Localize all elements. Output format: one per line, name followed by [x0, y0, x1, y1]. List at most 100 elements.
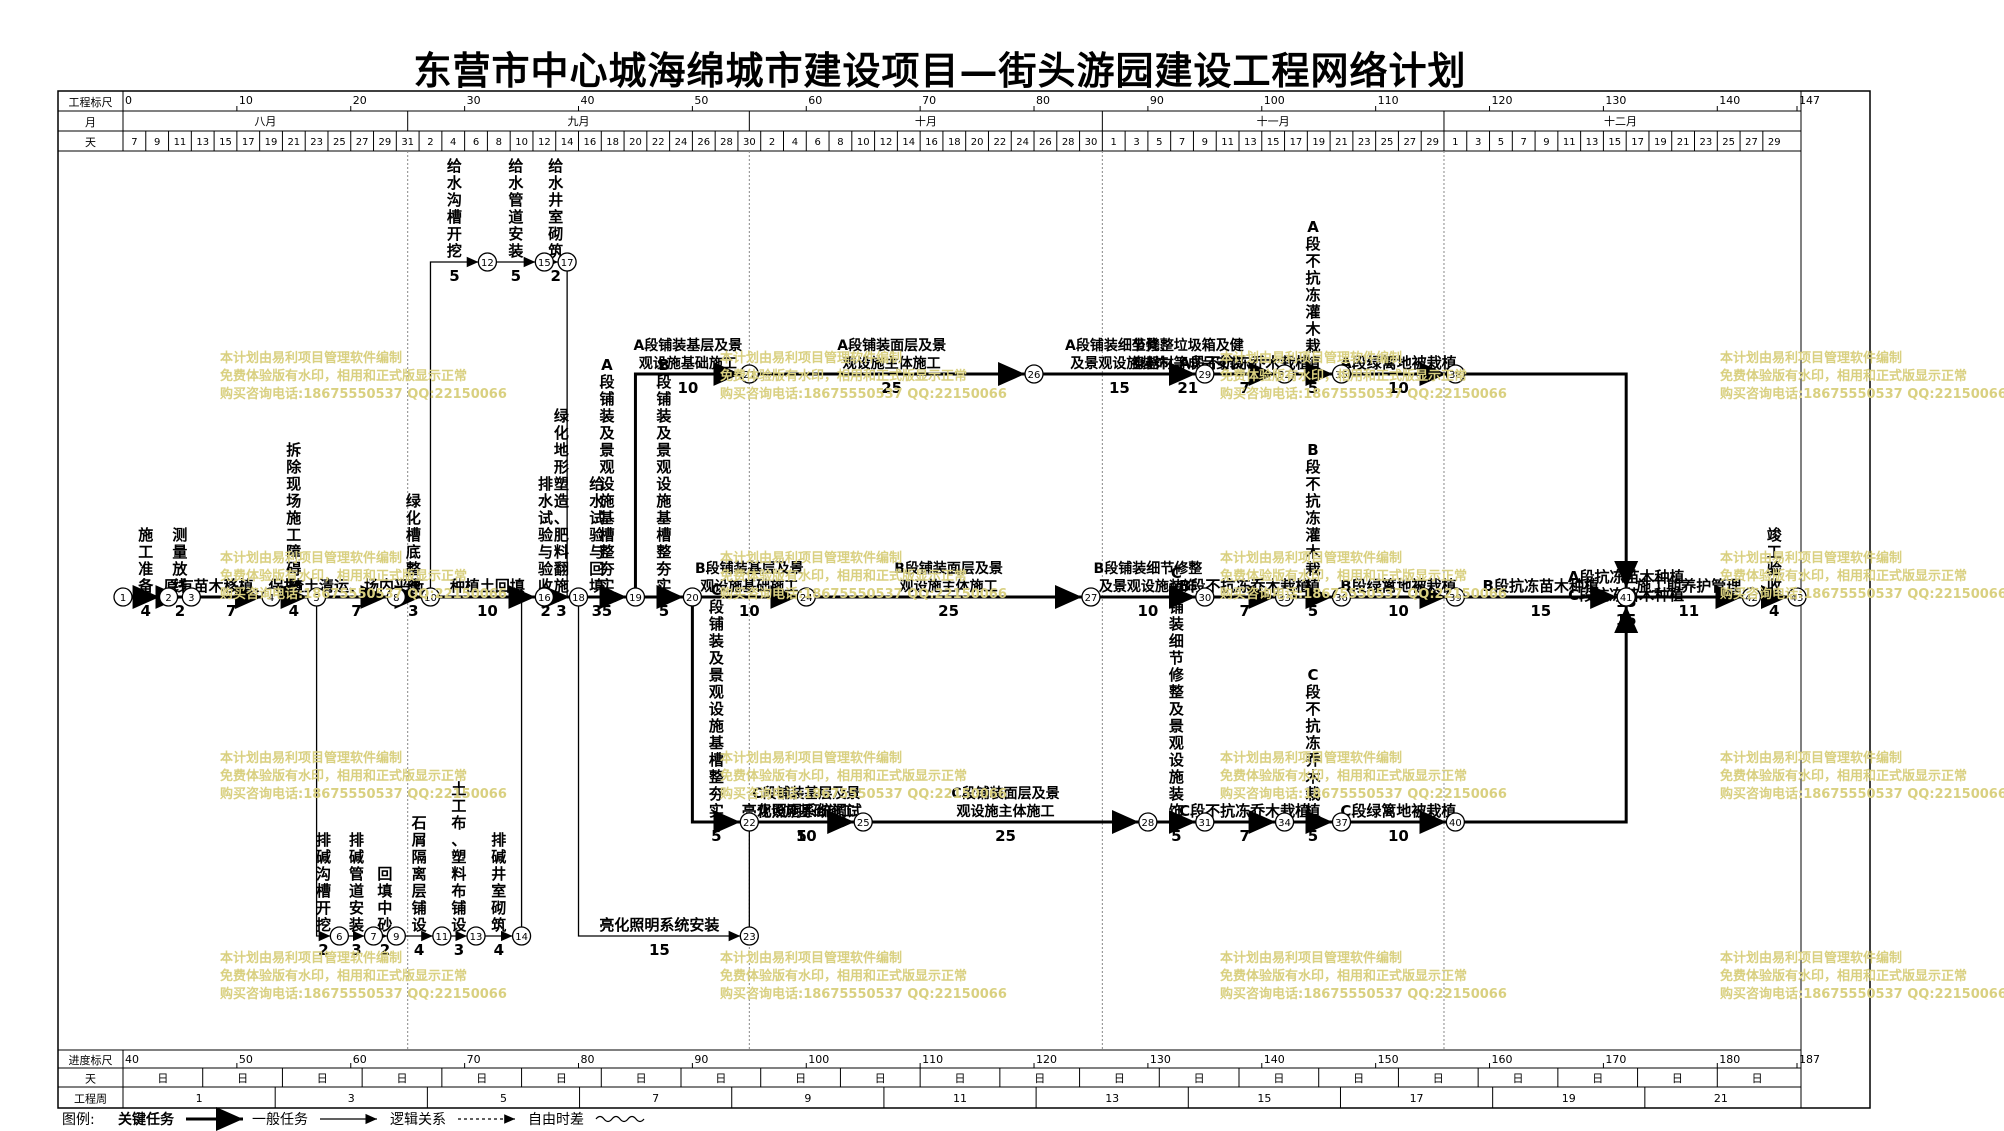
task-name-char: 观 [599, 458, 614, 476]
task-name-char: 铺 [412, 899, 427, 917]
task-name-char: B [1307, 441, 1318, 459]
network-node: 31 [1195, 812, 1215, 832]
node-id: 26 [1028, 370, 1041, 381]
progress-scale-label: 180 [1719, 1053, 1740, 1066]
network-node: 41 [1616, 587, 1636, 607]
node-id: 25 [857, 818, 870, 829]
legend-general-label: 一般任务 [252, 1112, 308, 1128]
network-node: 12 [477, 252, 498, 272]
task-name-char: 肥 [554, 526, 569, 544]
task-name-char: 障 [286, 543, 301, 561]
legend: 图例:关键任务一般任务逻辑关系自由时差 [62, 1107, 645, 1131]
month-label: 十一月 [1257, 114, 1290, 128]
node-circle [568, 587, 589, 607]
node-id: 22 [743, 818, 756, 829]
node-circle [261, 587, 281, 607]
task-name-char: 装 [1168, 785, 1185, 803]
bottom-day-label: 日 [715, 1072, 726, 1085]
top-scale-label: 80 [1036, 94, 1050, 107]
task-name: 亮化照明系统调试 [742, 802, 862, 820]
task-name-char: 夯 [598, 560, 615, 578]
task-duration: 3 [408, 602, 418, 620]
node-id: 17 [561, 258, 574, 269]
week-label: 15 [1257, 1092, 1271, 1105]
node-circle [181, 587, 201, 607]
day-label: 18 [606, 137, 619, 148]
task-name-char: 水 [538, 492, 554, 510]
day-label: 5 [1498, 137, 1504, 148]
task-name-char: 槽 [656, 526, 671, 544]
task-duration: 10 [739, 602, 760, 620]
task-name-char: 离 [412, 865, 427, 883]
task-name-char: 实 [599, 577, 614, 595]
task-duration: 2 [540, 602, 550, 620]
day-label: 3 [1133, 137, 1139, 148]
node-circle [466, 926, 486, 946]
task-name-char: 铺 [599, 390, 614, 408]
task-name-char: 塑 [451, 848, 466, 866]
task-name: 观设施主体施工 [957, 803, 1055, 820]
day-label: 16 [584, 137, 597, 148]
progress-scale-label: 60 [353, 1053, 367, 1066]
task-name: C段不抗冻乔木栽植 [1305, 666, 1322, 820]
task-name: 身器材等成品安装 [1132, 355, 1245, 372]
task-duration: 10 [1388, 379, 1409, 397]
task-name-char: 不 [1306, 475, 1321, 493]
network-node: 18 [568, 587, 589, 607]
task-name: A段抗冻苗木种植 [1568, 568, 1685, 586]
task-duration: 5 [1308, 379, 1318, 397]
week-label: 3 [348, 1092, 355, 1105]
task-name-char: 布 [451, 814, 466, 832]
task-name-char: 隔 [412, 848, 427, 866]
progress-scale-label: 100 [808, 1053, 829, 1066]
node-circle [432, 926, 452, 946]
month-label: 十二月 [1604, 114, 1637, 128]
task-name-char: 井 [548, 191, 563, 209]
node-circle [1081, 587, 1101, 607]
bottom-day-label: 日 [157, 1072, 168, 1085]
task-name-char: 物 [286, 577, 301, 595]
task-duration: 3 [351, 941, 361, 959]
day-label: 27 [1745, 137, 1758, 148]
node-id: 36 [1335, 593, 1348, 604]
bottom-day-label: 日 [955, 1072, 966, 1085]
legend-logic-label: 逻辑关系 [390, 1112, 446, 1128]
task-name-char: 抗 [1306, 492, 1321, 510]
task-name-char: 验 [1767, 560, 1783, 578]
node-circle [420, 587, 441, 607]
task-name: 亮化照明系统安装 [599, 916, 720, 934]
day-label: 17 [1290, 137, 1303, 148]
task-name-char: 场 [286, 492, 301, 510]
task-name: 种植土回填 [449, 577, 525, 595]
task-name-char: 整 [1169, 683, 1184, 701]
task-name-char: 设 [599, 475, 614, 493]
network-node: 38 [1445, 364, 1466, 384]
task-name-char: 试 [589, 509, 604, 527]
task-name-char: 收 [1767, 577, 1782, 595]
task-name-char: 碍 [286, 560, 301, 578]
day-label: 15 [1267, 137, 1280, 148]
day-label: 21 [1677, 137, 1690, 148]
task-name-char: 基 [655, 509, 672, 527]
network-node: 32 [1274, 364, 1295, 384]
task-name-char: 试 [538, 509, 553, 527]
top-scale-label: 40 [581, 94, 595, 107]
node-id: 23 [743, 932, 756, 943]
task-name-char: 及 [599, 424, 615, 442]
node-id: 3 [188, 593, 194, 604]
top-scale-label: 110 [1378, 94, 1399, 107]
task-name-char: 填 [589, 577, 604, 595]
top-scale-label: 60 [808, 94, 822, 107]
row-label-top-scale: 工程标尺 [69, 95, 113, 109]
task-name-char: 除 [286, 458, 302, 476]
task-name-char: 沟 [447, 191, 462, 209]
task-name-char: 乔 [1305, 751, 1322, 769]
task-name-char: C [1308, 666, 1319, 684]
